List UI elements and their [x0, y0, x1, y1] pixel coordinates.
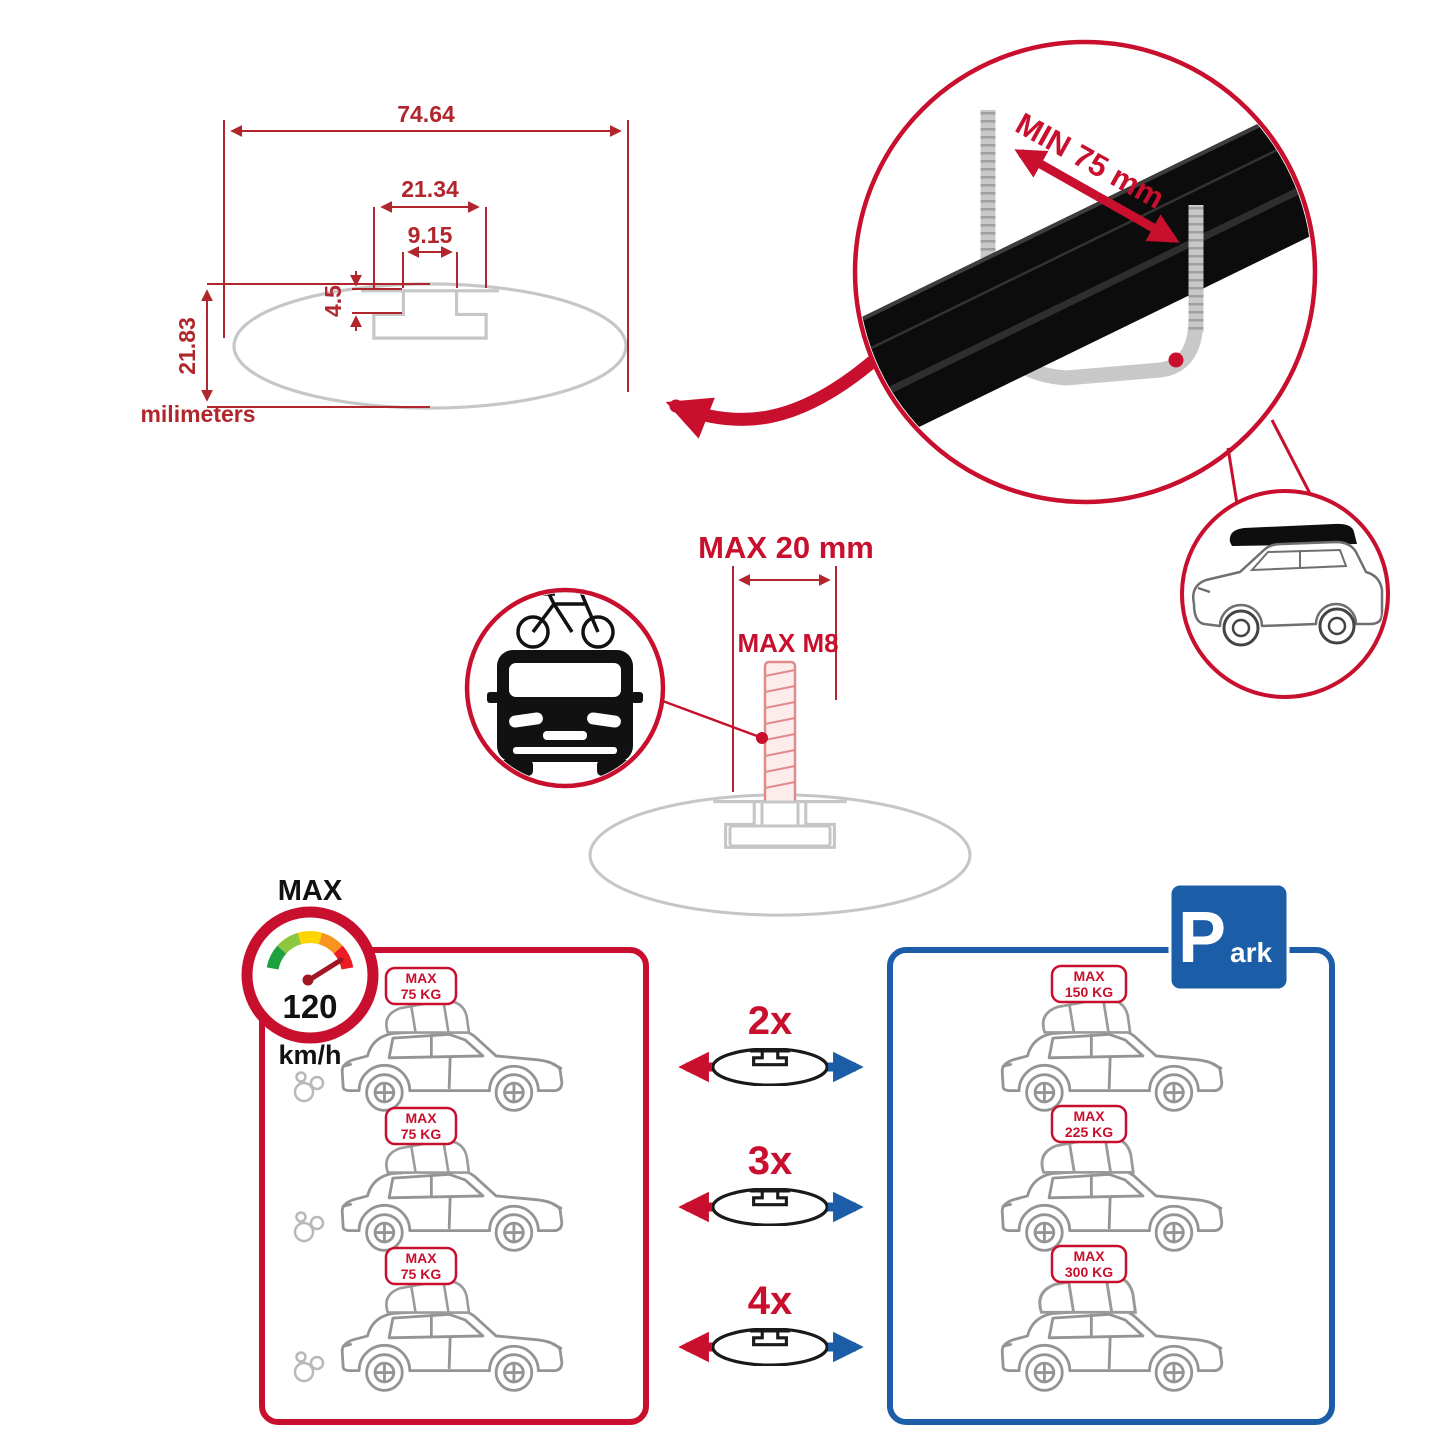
crossbar-detail-circle: MIN 75 mm [852, 39, 1322, 514]
load-tag [384, 1106, 458, 1146]
load-max-label: MAX [1073, 968, 1105, 984]
dim-total-height: 21.83 [174, 317, 200, 375]
crossbar-icon [712, 1188, 828, 1226]
zoom-arrow [665, 355, 879, 439]
dim-channel-outer: 21.34 [401, 176, 459, 202]
exhaust-puffs [293, 1351, 325, 1383]
load-max-label: MAX [1073, 1108, 1105, 1124]
dim-channel-inner: 9.15 [408, 222, 453, 248]
load-kg-label: 75 KG [401, 1126, 442, 1142]
max-thread-label: MAX M8 [737, 628, 838, 658]
crossbar-profile-outline [233, 283, 627, 409]
load-kg-label: 300 KG [1065, 1264, 1113, 1280]
load-max-label: MAX [405, 970, 437, 986]
car-front-icon [487, 650, 643, 776]
load-max-label: MAX [1073, 1248, 1105, 1264]
dim-total-width: 74.64 [397, 101, 455, 127]
speed-limit-gauge: MAX 120 km/h [241, 875, 379, 1070]
park-letter: P [1178, 898, 1226, 978]
multiplier-label: 4x [748, 1279, 793, 1323]
bike-car-circle [464, 587, 666, 789]
crossbar-icon [712, 1328, 828, 1366]
multiplier-column: 2x 3x 4x [678, 999, 864, 1366]
t-slot-nut [728, 824, 832, 848]
load-kg-label: 225 KG [1065, 1124, 1113, 1140]
park-rest: ark [1230, 937, 1272, 968]
suv-roofbox-circle [1180, 489, 1390, 699]
load-kg-label: 75 KG [401, 1266, 442, 1282]
attachment-point-dot [1168, 352, 1184, 368]
multiplier-label: 3x [748, 1139, 793, 1183]
dimension-diagram: 74.64 21.34 9.15 4.5 21.83 milimeters [140, 101, 629, 427]
units-label: milimeters [140, 401, 255, 427]
moving-cars: MAX 75 KG MAX 75 KG MAX 75 KG [293, 966, 564, 1392]
speed-value: 120 [282, 988, 337, 1025]
dim-slot-depth: 4.5 [320, 285, 346, 317]
load-tag [384, 1246, 458, 1286]
load-tag [1050, 1244, 1128, 1284]
exhaust-puffs [293, 1211, 325, 1243]
speed-max-label: MAX [278, 875, 343, 907]
max-bolt-length-label: MAX 20 mm [698, 530, 874, 565]
park-sign: P ark [1168, 882, 1290, 992]
parked-cars: MAX 150 KG MAX 225 KG MAX 300 KG [1000, 964, 1224, 1392]
speed-units: km/h [278, 1040, 341, 1070]
roof-box [1229, 523, 1357, 546]
load-max-label: MAX [405, 1110, 437, 1126]
bolt-diagram: MAX 20 mm MAX M8 [589, 530, 971, 916]
crossbar-icon [712, 1048, 828, 1086]
multiplier-label: 2x [748, 999, 793, 1043]
bicycle-icon [516, 593, 615, 649]
load-kg-label: 150 KG [1065, 984, 1113, 1000]
load-max-label: MAX [405, 1250, 437, 1266]
load-tag [384, 966, 458, 1006]
leader-dot [756, 732, 768, 744]
load-kg-label: 75 KG [401, 986, 442, 1002]
gauge-arc [266, 931, 354, 970]
exhaust-puffs [293, 1071, 325, 1103]
bolt-neck [760, 800, 800, 828]
load-tag [1050, 1104, 1128, 1144]
load-tag [1050, 964, 1128, 1004]
crossbar-bar [858, 111, 1312, 446]
